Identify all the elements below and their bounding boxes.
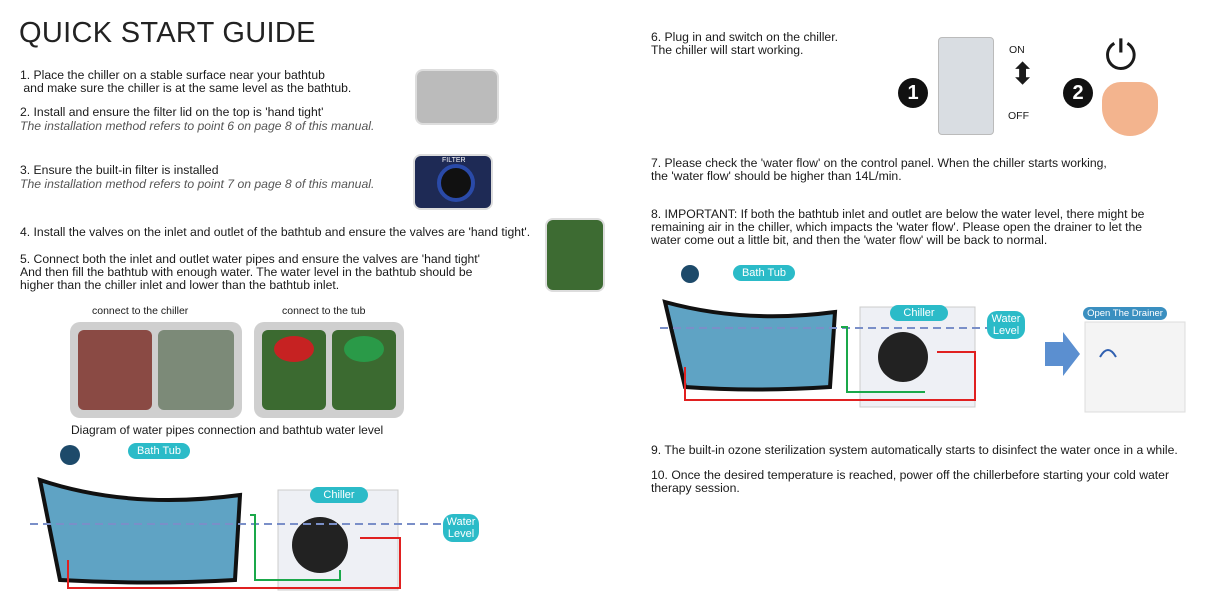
step-2: 2. Install and ensure the filter lid on … (20, 105, 324, 119)
tub-connection-photos (254, 322, 404, 418)
open-drainer-tag: Open The Drainer (1083, 307, 1167, 320)
water-level-tag: Water Level (443, 514, 479, 542)
bath-tub-tag-2: Bath Tub (733, 265, 795, 281)
bath-tub-tag: Bath Tub (128, 443, 190, 459)
on-label: ON (1009, 44, 1025, 56)
chiller-connection-photos (70, 322, 242, 418)
valve-photo (545, 218, 605, 292)
connect-chiller-label: connect to the chiller (92, 305, 189, 317)
step-5: 5. Connect both the inlet and outlet wat… (20, 252, 480, 292)
power-icon: ⏻ (1105, 34, 1137, 78)
connect-tub-label: connect to the tub (282, 305, 366, 317)
filter-label: FILTER (442, 157, 466, 164)
step-9: 9. The built-in ozone sterilization syst… (651, 443, 1178, 457)
step-1-badge: 1 (898, 78, 928, 108)
filter-lid-photo (415, 69, 499, 125)
breaker-switch (938, 37, 994, 135)
water-level-diagram (30, 445, 450, 591)
up-down-arrow-icon: ⬍ (1010, 58, 1036, 91)
step-1: 1. Place the chiller on a stable surface… (20, 68, 352, 95)
diagram-caption: Diagram of water pipes connection and ba… (71, 423, 384, 437)
step-7: 7. Please check the 'water flow' on the … (651, 156, 1107, 183)
chiller-tag: Chiller (310, 487, 368, 503)
filter-photo: FILTER (413, 154, 493, 210)
step-6: 6. Plug in and switch on the chiller. Th… (651, 30, 838, 57)
water-level-tag-2: Water Level (987, 311, 1025, 339)
step-2-badge: 2 (1063, 78, 1093, 108)
drainer-diagram (660, 265, 1186, 413)
step-8: 8. IMPORTANT: If both the bathtub inlet … (651, 207, 1145, 247)
page-title: QUICK START GUIDE (19, 17, 316, 49)
step-10: 10. Once the desired temperature is reac… (651, 468, 1170, 495)
chiller-tag-2: Chiller (890, 305, 948, 321)
step-4: 4. Install the valves on the inlet and o… (20, 225, 531, 239)
step-3: 3. Ensure the built-in filter is install… (20, 163, 219, 177)
finger-press-icon (1102, 82, 1158, 136)
off-label: OFF (1008, 110, 1029, 122)
step-2-note: The installation method refers to point … (20, 119, 375, 133)
step-3-note: The installation method refers to point … (20, 177, 375, 191)
